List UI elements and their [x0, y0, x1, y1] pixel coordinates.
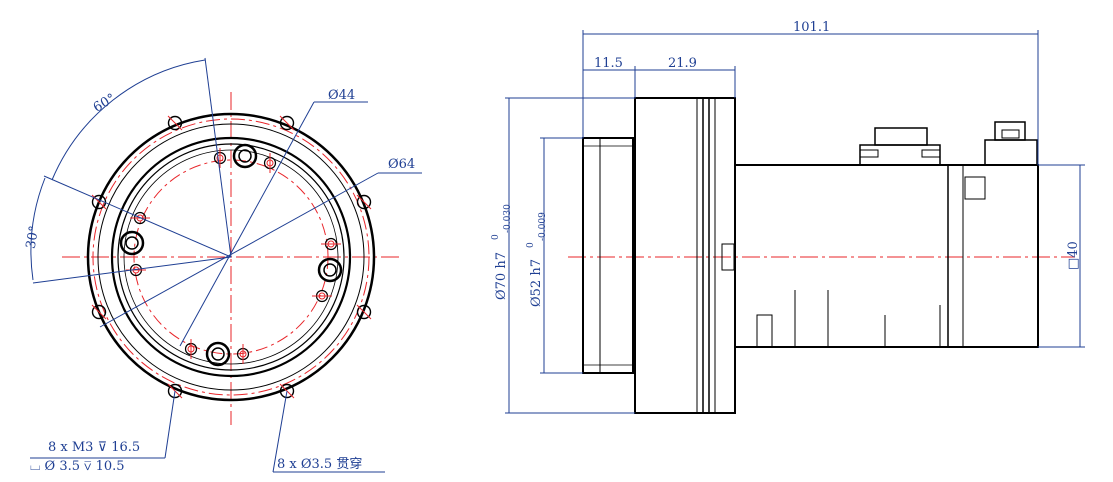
connector: [859, 127, 941, 166]
through-hole: [279, 383, 295, 399]
spigot: [582, 137, 634, 374]
dim-diameter-70: Ø70 h7: [494, 252, 509, 300]
screw-heads: [119, 143, 343, 367]
flange-body: [634, 97, 736, 414]
through-hole: [279, 115, 295, 131]
tapped-hole-callout-line2: ⌴ Ø 3.5 ⊽ 10.5: [30, 459, 125, 474]
dim-square-40: □40: [1066, 241, 1081, 270]
dim-21-9: 21.9: [668, 56, 697, 71]
encoder-connector: [984, 121, 1038, 166]
through-hole-callout: 8 x Ø3.5 贯穿: [277, 456, 362, 472]
tol-d70-upper: 0: [491, 234, 501, 240]
tol-d52-upper: 0: [526, 242, 536, 248]
dim-diameter-52: Ø52 h7: [529, 259, 544, 307]
tapped-holes: [126, 148, 341, 364]
through-hole: [167, 115, 183, 131]
diameter-44-label: Ø44: [328, 88, 355, 103]
tol-d52-lower: -0.009: [538, 212, 548, 241]
inner-ring: [110, 136, 352, 378]
angle-30-label: 30°: [24, 225, 43, 250]
through-hole: [91, 194, 107, 210]
tol-d70-lower: -0.030: [503, 204, 513, 233]
front-view: 60° 30° Ø44 Ø64 8 x M3 ⊽ 16.5 ⌴ Ø 3.5 ⊽ …: [24, 57, 422, 474]
motor-housing: [734, 164, 1039, 348]
diameter-64-label: Ø64: [388, 157, 415, 172]
through-hole: [356, 194, 372, 210]
side-view: 101.1 11.5 21.9 Ø70 h7 0 -0.030 Ø52 h7 0…: [491, 20, 1085, 414]
dim-overall-length: 101.1: [793, 20, 830, 35]
tapped-hole-callout-line1: 8 x M3 ⊽ 16.5: [48, 440, 140, 455]
bolt-circle: [92, 118, 370, 396]
outer-flange-ring: [86, 112, 376, 402]
through-hole: [91, 304, 107, 320]
through-hole: [167, 383, 183, 399]
angle-60-label: 60°: [91, 91, 118, 116]
through-hole: [356, 304, 372, 320]
dim-11-5: 11.5: [594, 56, 623, 71]
